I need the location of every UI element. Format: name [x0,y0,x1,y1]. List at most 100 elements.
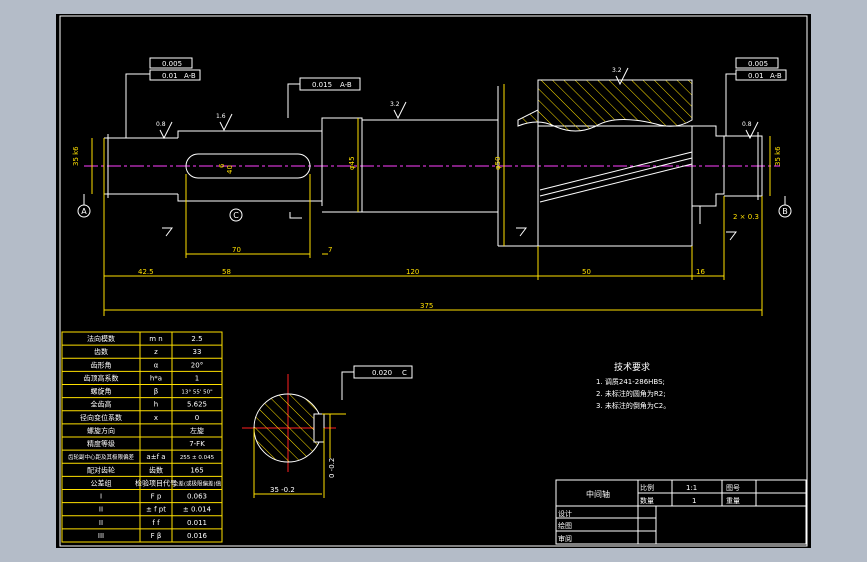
gear-table-cell: 螺旋角 [91,387,112,396]
gear-table-cell: h [154,401,158,409]
rough-gear: 3.2 [612,67,622,74]
tolerance-frames [125,57,787,400]
dim-chamfer: 2 × 0.3 [733,213,759,221]
review-label: 审阅 [558,534,572,543]
gear-table-cell: 全齿高 [91,400,112,409]
dim-len-120: 120 [406,268,419,276]
qty-value: 1 [692,497,696,505]
scale-value: 1:1 [686,484,697,492]
title-block-text: 中间轴 比例 1:1 图号 数量 1 重量 设计 绘图 审阅 [558,483,740,543]
drawn-label: 绘图 [558,521,572,530]
gear-table-cell: 左旋 [190,426,204,435]
gear-table-cell: ± 0.014 [183,506,212,514]
gear-section-hatch [517,79,693,132]
tol-mid-runout: 0.015 [312,81,332,89]
design-label: 设计 [558,509,572,518]
gear-table-cell: 齿顶高系数 [84,373,119,382]
gear-table-cell: 13° 55' 50" [181,390,212,396]
dim-total: 375 [420,302,433,310]
gear-table-cell: 公差(或极限偏差)值 [173,479,222,487]
section-width: 35 -0.2 [270,486,295,494]
gear-table-cell: 33 [193,348,202,356]
scale-label: 比例 [640,483,654,492]
gear-table-cell: 1 [195,374,199,382]
dim-len-7: 7 [328,246,332,254]
gear-table-cell: 检验项目代号 [135,478,177,487]
gear-table-cell: 精度等级 [87,439,115,448]
tech-heading: 技术要求 [614,361,650,373]
tol-right-ref: A-B [770,72,782,80]
gear-table-cell: 0.016 [187,532,208,540]
gear-table-cell: a±f a [146,453,165,461]
cad-canvas: 35 k6 35 k6 φ45 φ50 6 40 70 7 42.5 58 12… [59,15,808,547]
dim-lines [91,84,771,316]
rough-left: 0.8 [156,121,166,128]
gear-table-cell: α [154,361,159,369]
gear-table-cell: 齿轮副中心距及其极限偏差 [68,453,135,461]
dim-len-16: 16 [696,268,705,276]
shaft-outline [103,86,763,247]
dim-key-depth: 40 [226,165,234,174]
dim-len-50: 50 [582,268,591,276]
gear-table-cell: 165 [190,466,203,474]
gear-table-cell: 齿形角 [91,360,112,369]
gear-table-cell: β [154,388,158,396]
gear-table-cell: 7-FK [189,440,205,448]
section-view [242,374,346,498]
datum-b: B [782,207,788,216]
keyway-slot [185,153,311,179]
dim-d35-right: 35 k6 [774,146,782,166]
dim-d50: φ50 [494,156,502,170]
gear-table-cell: 255 ± 0.045 [180,455,215,461]
datum-c: C [233,211,239,220]
tol-mid-ref: A-B [340,81,352,89]
gear-table-cell: II [99,519,103,527]
gear-table-cell: 0.063 [187,493,207,501]
gear-table-cell: F p [151,493,162,501]
tol-sym: 0.020 [372,369,392,377]
gear-table-cell: III [98,532,104,540]
dim-key-width: 6 [218,163,226,168]
tol-right-runout: 0.01 [748,72,764,80]
gear-table-cell: 齿数 [94,347,108,356]
dim-len-58: 58 [222,268,231,276]
tol-sym-ref: C [402,369,407,377]
dim-len-70: 70 [232,246,241,254]
tech-item-3: 3. 未标注的倒角为C2。 [596,401,670,410]
gear-table-cell: h*a [150,374,162,382]
gear-table-cell: 径向变位系数 [80,413,122,422]
gear-table-cell: m n [149,335,162,343]
dim-len-42: 42.5 [138,268,154,276]
datum-a: A [81,207,87,216]
gear-table-cell: f f [152,519,160,527]
gear-table-cell: ± f pt [146,506,166,514]
gear-table-cell: x [154,414,158,422]
tol-right-cyl: 0.005 [748,60,768,68]
gear-table-cell: II [99,506,103,514]
gear-table-cell: 配对齿轮 [87,465,115,474]
rough-key: 1.6 [216,113,226,120]
helix-lines [539,151,693,203]
gear-table-cell: z [154,348,158,356]
dim-d35-left: 35 k6 [72,146,80,166]
rough-mid: 3.2 [390,101,400,108]
qty-label: 数量 [640,496,654,505]
gear-table-cell: 齿数 [149,465,163,474]
tol-left-runout: 0.01 [162,72,178,80]
rough-right: 0.8 [742,121,752,128]
title-block [555,479,807,545]
section-depth: 0 -0.2 [328,458,336,478]
drawing-border [59,15,808,547]
gear-table-cell: 0 [195,414,199,422]
part-name: 中间轴 [586,489,610,499]
gear-table-cell: 0.011 [187,519,207,527]
gear-table-cell: 公差组 [91,478,112,487]
gear-table-cell: I [100,493,102,501]
tech-item-2: 2. 未标注的圆角为R2; [596,389,666,398]
gear-table-cell: 20° [191,361,203,369]
dim-d45: φ45 [348,156,356,170]
section-cut-mark [289,212,302,219]
technical-requirements: 技术要求 1. 调质241-286HBS; 2. 未标注的圆角为R2; 3. 未… [596,361,670,410]
gear-table-cell: 法向模数 [87,334,115,343]
